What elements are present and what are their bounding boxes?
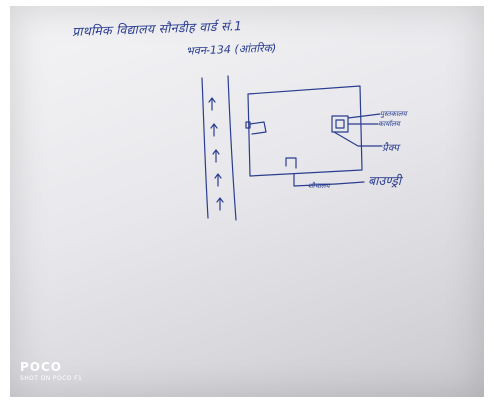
label-office: कार्यालय [378, 120, 400, 128]
gate-left [245, 121, 251, 129]
photo-frame: प्राथमिक विद्यालय सौनडीह वार्ड सं.1 भवन-… [10, 6, 484, 397]
road-line-right [227, 75, 237, 221]
arrow-icons [208, 97, 224, 211]
road-line-left [201, 77, 209, 219]
label-boundary: बाउण्ड्री [368, 173, 402, 188]
bottom-gate [285, 157, 297, 169]
camera-watermark: POCO SHOT ON POCO F1 [20, 360, 82, 382]
watermark-subtitle: SHOT ON POCO F1 [20, 375, 83, 382]
sketch-diagram [201, 75, 383, 221]
label-third: प्रैक्प [382, 143, 399, 154]
label-library: पुस्तकालय [380, 110, 407, 118]
building-outline [247, 85, 363, 177]
inner-room [331, 115, 349, 133]
watermark-brand: POCO [20, 360, 63, 374]
label-toilet: शौचालय [308, 182, 330, 190]
